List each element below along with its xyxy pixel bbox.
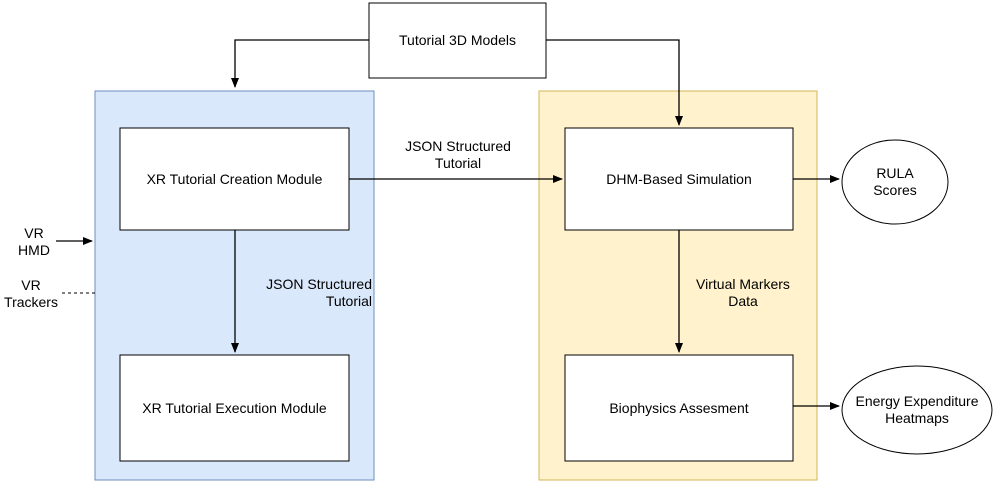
virtual-markers-data-label: Virtual Markers Data: [696, 276, 790, 309]
xr-tutorial-creation-module-label: XR Tutorial Creation Module: [146, 170, 323, 187]
dhm-based-simulation-label: DHM-Based Simulation: [606, 170, 752, 187]
vr-trackers-label: VR Trackers: [4, 277, 58, 310]
vr-hmd-label: VR HMD: [18, 225, 50, 258]
tutorial-3d-models-box: [368, 2, 547, 79]
json-structured-tutorial-label-right: JSON Structured Tutorial: [405, 138, 511, 171]
xr-tutorial-execution-module-box: [119, 354, 350, 462]
json-structured-tutorial-label-down: JSON Structured Tutorial: [266, 276, 372, 309]
biophysics-assesment-label: Biophysics Assesment: [609, 399, 749, 416]
xr-tutorial-execution-module-label: XR Tutorial Execution Module: [142, 399, 327, 416]
models-to-creation-arrow: [231, 39, 369, 88]
energy-expenditure-heatmaps-ellipse: [841, 365, 993, 455]
energy-expenditure-heatmaps-label: Energy Expenditure Heatmaps: [855, 393, 979, 426]
rula-scores-ellipse: [841, 139, 949, 225]
dhm-based-simulation-box: [564, 127, 794, 231]
tutorial-3d-models-label: Tutorial 3D Models: [399, 32, 516, 48]
models-to-simulation-arrow: [546, 39, 683, 126]
xr-tutorial-creation-module-box: [119, 127, 350, 231]
rula-scores-label: RULA Scores: [873, 165, 917, 198]
biophysics-assesment-box: [564, 354, 794, 462]
